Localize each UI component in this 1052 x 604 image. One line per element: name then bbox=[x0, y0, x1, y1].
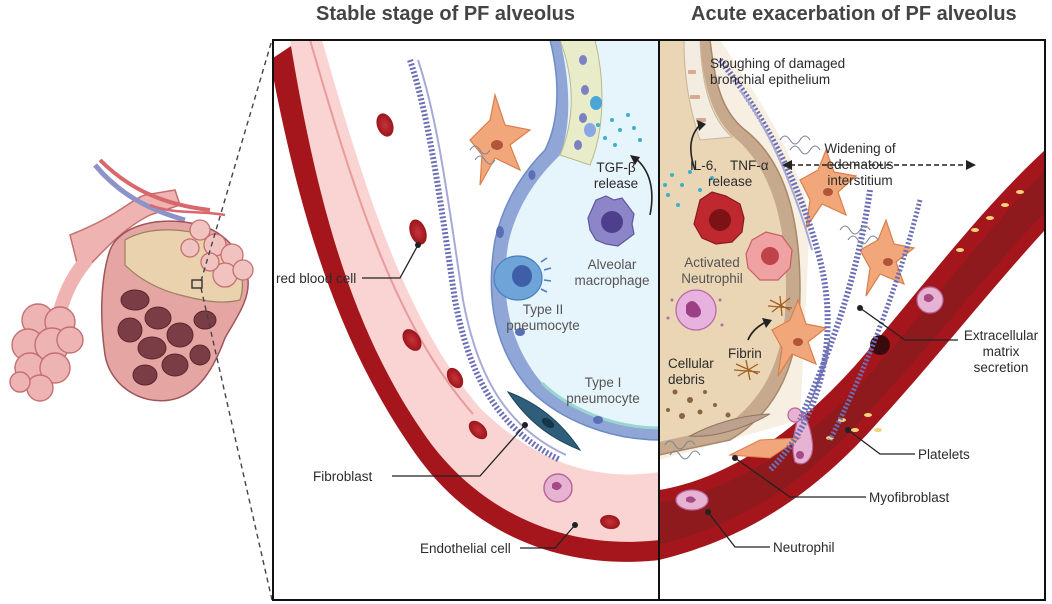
alveolus-stable bbox=[490, 40, 661, 441]
zoom-line-top bbox=[200, 39, 273, 282]
label-fibrin: Fibrin bbox=[728, 346, 762, 361]
label-tnf-alpha: TNF-α bbox=[730, 158, 769, 173]
alveolar-line-1: Alveolar bbox=[587, 257, 637, 272]
blood-vessel-stable bbox=[273, 40, 660, 562]
title-stable-stage: Stable stage of PF alveolus bbox=[316, 3, 575, 25]
fibrin-mesh bbox=[733, 295, 793, 381]
cellular-line-1: Cellular bbox=[668, 356, 714, 371]
tgf-beta-particles bbox=[596, 113, 642, 147]
widening-line-2: edematous bbox=[826, 157, 894, 172]
label-platelets: Platelets bbox=[918, 447, 970, 462]
type2-line-1: Type II bbox=[522, 302, 564, 317]
label-alveolar-macrophage: Alveolar macrophage bbox=[572, 257, 652, 289]
collagen-fibers-left bbox=[407, 59, 567, 463]
bronchial-epithelium bbox=[559, 40, 603, 166]
cellular-debris bbox=[666, 389, 731, 419]
fibroblast-stable bbox=[469, 92, 532, 186]
type1-line-2: pneumocyte bbox=[566, 391, 640, 406]
lung-lobe bbox=[101, 219, 254, 402]
leader-dots bbox=[415, 242, 863, 528]
title-acute-exacerbation: Acute exacerbation of PF alveolus bbox=[691, 3, 1017, 25]
tgf-line-1: TGF-β bbox=[596, 160, 636, 175]
label-tgf-beta-release: TGF-β release bbox=[576, 160, 656, 192]
label-type-ii-pneumocyte: Type II pneumocyte bbox=[498, 302, 588, 334]
label-ecm-secretion: Extracellular matrix secretion bbox=[955, 328, 1047, 376]
label-activated-neutrophil: Activated Neutrophil bbox=[672, 255, 752, 287]
sloughing-line-1: Sloughing of damaged bbox=[710, 56, 846, 71]
label-endothelial-cell: Endothelial cell bbox=[420, 541, 511, 556]
alveolus-acute bbox=[658, 40, 801, 456]
ecm-line-1: Extracellular bbox=[963, 328, 1039, 343]
label-fibroblast: Fibroblast bbox=[313, 469, 373, 484]
label-neutrophil: Neutrophil bbox=[773, 540, 835, 555]
tgf-release-arrow bbox=[634, 157, 653, 216]
widening-line-1: Widening of bbox=[824, 141, 896, 156]
type1-line-1: Type I bbox=[584, 375, 622, 390]
ecm-line-3: secretion bbox=[973, 360, 1029, 375]
cellular-line-2: debris bbox=[668, 372, 705, 387]
leader-lines bbox=[362, 244, 958, 549]
label-type-i-pneumocyte: Type I pneumocyte bbox=[558, 375, 648, 407]
dark-rbc bbox=[870, 335, 890, 355]
label-il6: IL-6, bbox=[690, 158, 718, 173]
label-sloughing: Sloughing of damaged bronchial epitheliu… bbox=[710, 56, 845, 88]
alveolar-macrophage bbox=[587, 195, 635, 247]
type2-line-2: pneumocyte bbox=[506, 318, 580, 333]
label-widening: Widening of edematous interstitium bbox=[810, 141, 910, 189]
ecm-line-2: matrix bbox=[982, 344, 1020, 359]
myofibroblasts bbox=[728, 148, 916, 459]
red-blood-cells bbox=[376, 113, 620, 530]
label-cellular-debris: Cellular debris bbox=[668, 356, 714, 388]
cytokine-particles bbox=[663, 170, 714, 207]
label-red-blood-cell: red blood cell bbox=[276, 271, 357, 286]
label-cytokine-release: release bbox=[708, 174, 753, 189]
alveolar-line-2: macrophage bbox=[574, 273, 650, 288]
damaged-epithelium bbox=[662, 40, 734, 141]
pink-inflammatory-cell bbox=[745, 231, 793, 281]
lung-illustration bbox=[9, 158, 254, 402]
widening-line-3: interstitium bbox=[827, 173, 893, 188]
type-ii-pneumocyte bbox=[493, 255, 552, 301]
activated-neutrophil bbox=[666, 289, 724, 331]
zoom-line-bottom bbox=[200, 287, 273, 601]
tgf-line-2: release bbox=[593, 176, 639, 191]
activated-line-1: Activated bbox=[684, 255, 740, 270]
activated-macrophage bbox=[693, 191, 745, 245]
ecm-fibers bbox=[469, 135, 879, 460]
label-myofibroblast: Myofibroblast bbox=[869, 490, 950, 505]
grape-cluster-small bbox=[9, 303, 84, 402]
fibroblast-spindle bbox=[506, 390, 582, 452]
sloughing-line-2: bronchial epithelium bbox=[710, 72, 831, 87]
collagen-fibers-right bbox=[717, 58, 923, 473]
activated-line-2: Neutrophil bbox=[681, 271, 743, 286]
